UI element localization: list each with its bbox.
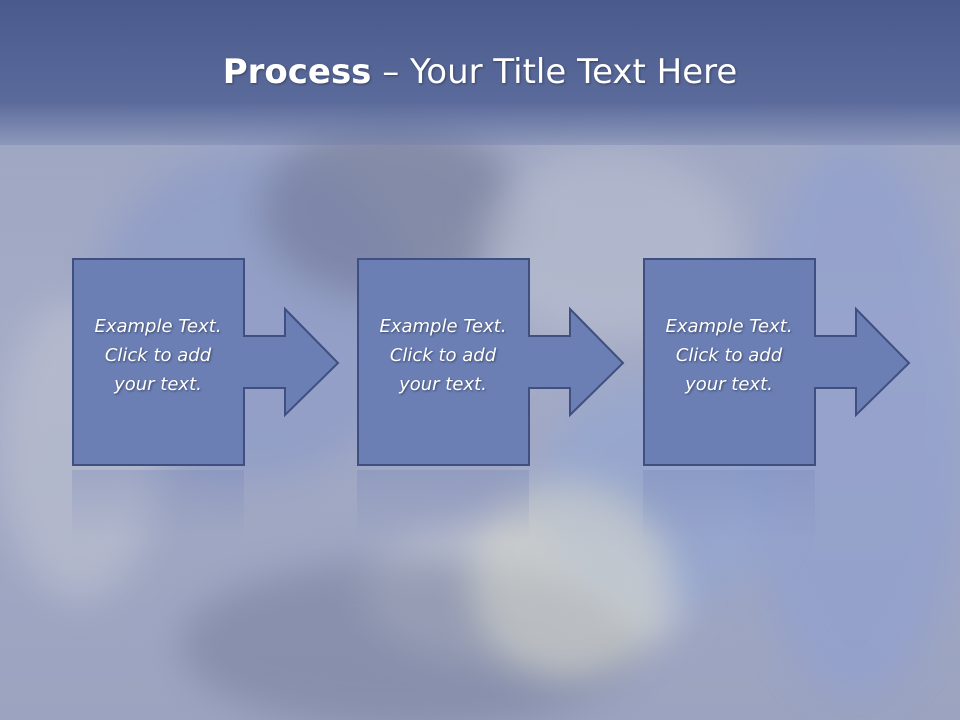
step-1-reflection — [72, 470, 244, 540]
step-2-arrow-shape — [357, 258, 625, 466]
title-bold: Process — [222, 52, 372, 92]
step-1-text: Example Text. Click to add your text. — [94, 315, 222, 395]
step-1-arrow-shape — [72, 258, 340, 466]
step-3-reflection — [643, 470, 815, 540]
process-step-3[interactable]: Example Text. Click to add your text. — [643, 258, 911, 466]
process-step-2[interactable]: Example Text. Click to add your text. — [357, 258, 625, 466]
step-3-arrow-shape — [643, 258, 911, 466]
step-2-text: Example Text. Click to add your text. — [379, 315, 507, 395]
process-step-1[interactable]: Example Text. Click to add your text. — [72, 258, 340, 466]
step-3-text: Example Text. Click to add your text. — [665, 315, 793, 395]
title-bar — [0, 0, 960, 145]
step-2-reflection — [357, 470, 529, 540]
title-rest: – Your Title Text Here — [371, 52, 738, 92]
slide-title[interactable]: Process – Your Title Text Here — [0, 52, 960, 92]
